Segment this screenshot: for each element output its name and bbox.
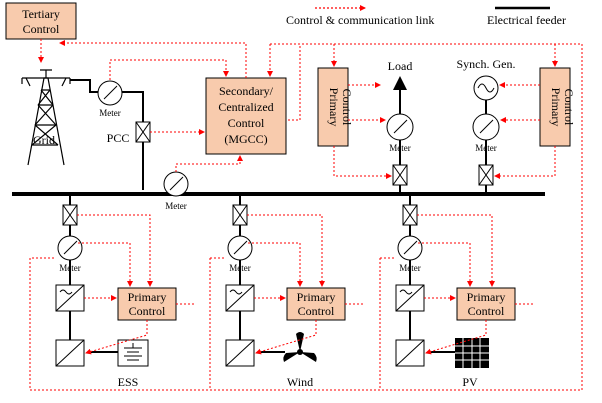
meters [57, 80, 500, 261]
dc-converter-icon [225, 339, 255, 367]
primary-ess-line2: Control [129, 304, 166, 318]
dc-converter-icon [395, 339, 425, 367]
tertiary-control-box: Tertiary Control [5, 2, 77, 40]
primary-control-wind-box: Primary Control [286, 287, 346, 321]
legend-feeder-label: Electrical feeder [487, 13, 566, 27]
meter-label-pcc: Meter [99, 108, 121, 118]
breaker-ess [62, 204, 78, 226]
meter-load-icon [386, 113, 414, 141]
primary-control-gen-box: Primary Control [539, 67, 576, 147]
mgcc-line2: Centralized [218, 100, 273, 114]
synch-gen-icon [473, 75, 499, 101]
meter-label-pv: Meter [399, 263, 421, 273]
grid-tower-icon [21, 69, 71, 166]
mgcc-line4: (MGCC) [224, 132, 267, 146]
legend: Control & communication link Electrical … [286, 5, 566, 27]
primary-wind-line1: Primary [297, 290, 336, 304]
meter-gen-icon [472, 113, 500, 141]
wind-label: Wind [287, 375, 313, 389]
battery-icon [117, 339, 149, 367]
meter-bus-icon [163, 171, 189, 197]
breaker-load [392, 164, 408, 186]
mgcc-line3: Control [228, 116, 265, 130]
legend-control-link-label: Control & communication link [286, 13, 434, 27]
mgcc-box: Secondary/ Centralized Control (MGCC) [205, 77, 287, 155]
tertiary-line1: Tertiary [22, 7, 60, 21]
inverter-icon [55, 284, 85, 312]
pv-unit: PV [395, 284, 489, 389]
meter-wind-icon [227, 235, 253, 261]
pcc-label: PCC [107, 131, 130, 145]
primary-ess-line1: Primary [128, 290, 167, 304]
control-links [29, 39, 583, 391]
primary-control-pv-box: Primary Control [456, 287, 516, 321]
wind-turbine-icon [283, 332, 317, 362]
primary-load-line1: Primary [327, 88, 341, 127]
ess-unit: ESS [55, 284, 149, 389]
breaker-pv [402, 204, 418, 226]
meter-pcc-icon [97, 80, 123, 106]
ess-label: ESS [118, 375, 139, 389]
breaker-gen [478, 164, 494, 186]
pv-label: PV [462, 375, 478, 389]
primary-gen-line2: Control [562, 89, 576, 126]
meter-label-gen: Meter [475, 143, 497, 153]
tertiary-line2: Control [23, 22, 60, 36]
meter-label-ess: Meter [59, 263, 81, 273]
load-arrow-icon [393, 76, 407, 114]
dc-converter-icon [55, 339, 85, 367]
breaker-wind [232, 204, 248, 226]
meter-ess-icon [57, 235, 83, 261]
mgcc-line1: Secondary/ [219, 84, 274, 98]
wind-unit: Wind [225, 284, 317, 389]
primary-wind-line2: Control [298, 304, 335, 318]
primary-control-load-box: Primary Control [317, 67, 354, 147]
synch-gen-label: Synch. Gen. [457, 57, 516, 71]
meter-label-bus: Meter [165, 201, 187, 211]
breaker-pcc [135, 121, 151, 143]
grid-label: Grid [33, 133, 55, 147]
meter-label-load: Meter [389, 143, 411, 153]
primary-control-ess-box: Primary Control [117, 287, 177, 321]
primary-load-line2: Control [340, 89, 354, 126]
meter-label-wind: Meter [229, 263, 251, 273]
primary-gen-line1: Primary [549, 88, 563, 127]
inverter-icon [395, 284, 425, 312]
primary-pv-line1: Primary [467, 290, 506, 304]
load-label: Load [388, 59, 413, 73]
meter-labels: Meter Meter Meter Meter Meter Meter Mete… [59, 108, 497, 273]
primary-pv-line2: Control [468, 304, 505, 318]
inverter-icon [225, 284, 255, 312]
meter-pv-icon [397, 235, 423, 261]
